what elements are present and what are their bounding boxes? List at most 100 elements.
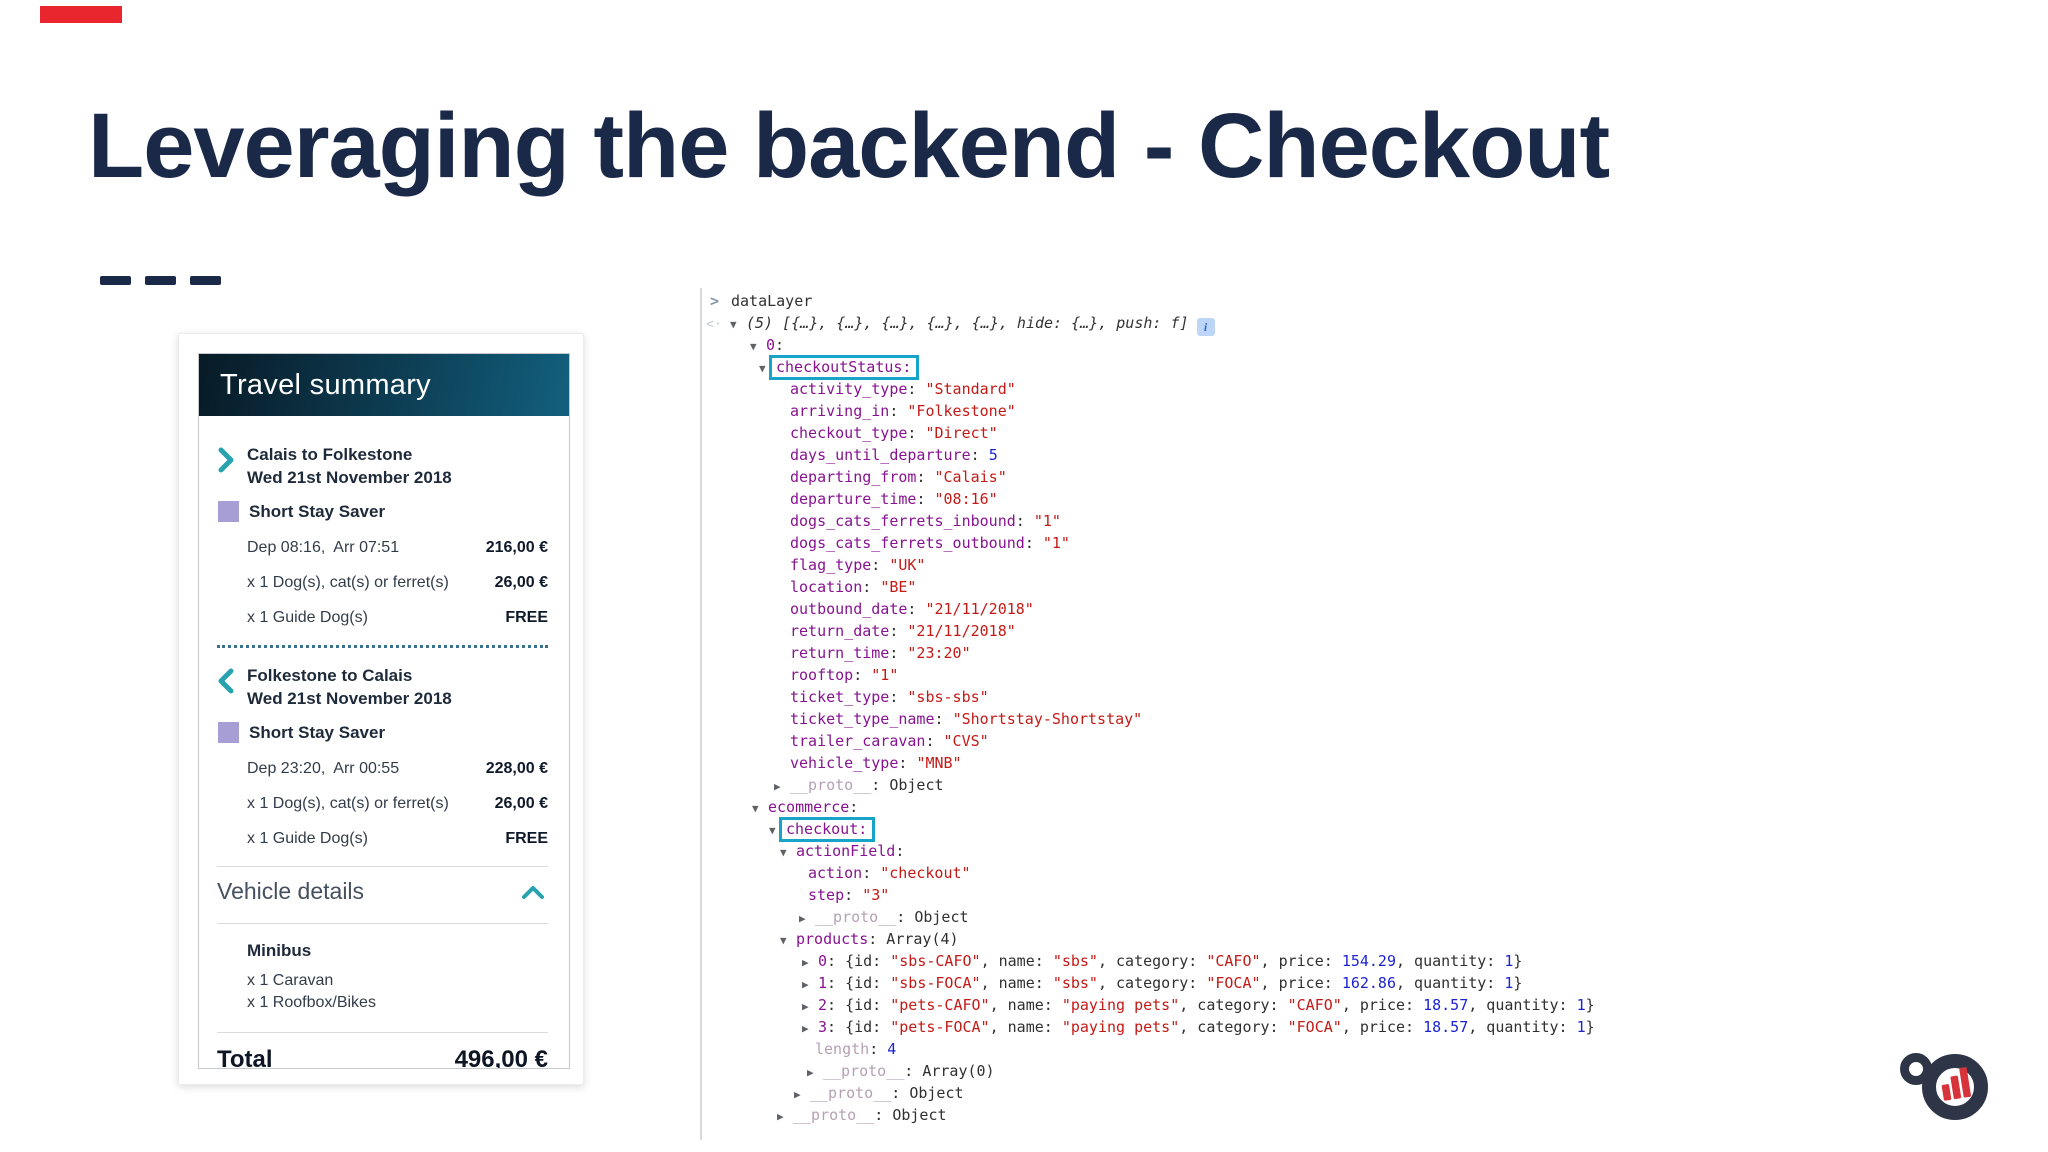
console-row: dogs_cats_ferrets_inbound: "1" [700, 510, 1660, 532]
console-token: } [1585, 996, 1595, 1014]
console-token: , name: [980, 974, 1053, 992]
vehicle-details-label: Vehicle details [217, 878, 365, 904]
expand-arrow-icon[interactable]: ▼ [750, 340, 757, 353]
console-token: : Array(0) [904, 1062, 995, 1080]
console-tree-row[interactable]: ▼ 0: [700, 334, 1660, 356]
price-row-value: FREE [505, 830, 548, 847]
logo-small-ring [1900, 1053, 1932, 1085]
console-token: : [907, 600, 926, 618]
annotation-highlight-box: checkout: [779, 817, 876, 842]
console-token: : [907, 424, 926, 442]
console-tree-row[interactable]: ▶3: {id: "pets-FOCA", name: "paying pets… [700, 1016, 1660, 1038]
console-token: "08:16" [934, 490, 998, 508]
console-token: , price: [1341, 996, 1424, 1014]
price-row-value: 216,00 € [485, 539, 548, 556]
expand-arrow-icon[interactable]: ▼ [780, 934, 787, 947]
console-token: "sbs-sbs" [907, 688, 989, 706]
chevron-up-icon[interactable] [522, 885, 544, 899]
price-row-value: 26,00 € [494, 574, 548, 591]
console-token: : Object [891, 1084, 964, 1102]
console-token: , category: [1179, 996, 1288, 1014]
expand-arrow-icon[interactable]: ▼ [769, 824, 776, 837]
expand-arrow-icon[interactable]: ▶ [802, 956, 809, 969]
console-tree-row[interactable]: ▶__proto__: Object [700, 1104, 1660, 1126]
logo-bar-chart-icon [1941, 1067, 1971, 1101]
console-token: "Calais" [934, 468, 1007, 486]
console-token: , name: [980, 952, 1053, 970]
console-token: arriving_in [790, 402, 890, 420]
info-icon[interactable]: i [1196, 318, 1215, 336]
expand-arrow-icon[interactable]: ▶ [777, 1110, 784, 1123]
expand-arrow-icon[interactable]: ▼ [752, 802, 759, 815]
console-token: "CVS" [943, 732, 989, 750]
console-tree-row[interactable]: ▶0: {id: "sbs-CAFO", name: "sbs", catego… [700, 950, 1660, 972]
vehicle-item: x 1 Caravan [247, 972, 334, 989]
console-tree-row[interactable]: ▼checkoutStatus: [700, 355, 1660, 380]
trip-date: Wed 21st November 2018 [247, 468, 452, 487]
price-row-label: x 1 Guide Dog(s) [247, 830, 368, 847]
console-token: checkout_type [790, 424, 908, 442]
console-output: >dataLayer<·▼(5) [{…}, {…}, {…}, {…}, {…… [700, 290, 1660, 1126]
console-token: ticket_type_name [790, 710, 935, 728]
fare-color-swatch [218, 501, 239, 522]
console-row: rooftop: "1" [700, 664, 1660, 686]
console-token: : Object [874, 1106, 947, 1124]
console-tree-row[interactable]: ▶ __proto__: Array(0) [700, 1060, 1660, 1082]
console-token: "CAFO" [1206, 952, 1261, 970]
expand-arrow-icon[interactable]: ▶ [802, 1000, 809, 1013]
expand-arrow-icon[interactable]: ▼ [730, 318, 737, 331]
expand-arrow-icon[interactable]: ▼ [780, 846, 787, 859]
price-row-value: FREE [505, 609, 548, 626]
console-row: length: 4 [700, 1038, 1660, 1060]
console-tree-row[interactable]: ▶__proto__: Object [700, 906, 1660, 928]
console-token: : [849, 798, 859, 816]
console-token: 0 [766, 336, 776, 354]
console-token: } [1513, 974, 1523, 992]
console-token: : [775, 336, 785, 354]
console-tree-row[interactable]: ▼checkout: [700, 817, 1660, 842]
expand-arrow-icon[interactable]: ▶ [799, 912, 806, 925]
console-row: location: "BE" [700, 576, 1660, 598]
console-token: __proto__ [823, 1062, 905, 1080]
expand-arrow-icon[interactable]: ▶ [807, 1066, 814, 1079]
console-token: "CAFO" [1287, 996, 1342, 1014]
console-tree-row[interactable]: ▼products: Array(4) [700, 928, 1660, 950]
console-token: "checkout" [880, 864, 971, 882]
divider [217, 923, 548, 924]
console-tree-row[interactable]: <·▼(5) [{…}, {…}, {…}, {…}, {…}, hide: {… [700, 312, 1660, 336]
console-token: activity_type [790, 380, 908, 398]
console-token: 1 [1504, 952, 1514, 970]
console-tree-row[interactable]: ▶1: {id: "sbs-FOCA", name: "sbs", catego… [700, 972, 1660, 994]
console-tree-row[interactable]: ▶2: {id: "pets-CAFO", name: "paying pets… [700, 994, 1660, 1016]
vehicle-details-toggle[interactable]: Vehicle details [217, 867, 548, 905]
expand-arrow-icon[interactable]: ▼ [759, 362, 766, 375]
console-token: outbound_date [790, 600, 908, 618]
title-underline-dashes [100, 276, 221, 285]
console-tree-row[interactable]: ▶__proto__: Object [700, 774, 1660, 796]
console-token: , price: [1260, 952, 1342, 970]
console-tree-row[interactable]: ▶__proto__: Object [700, 1082, 1660, 1104]
expand-arrow-icon[interactable]: ▶ [774, 780, 781, 793]
console-token: 1 [1576, 996, 1586, 1014]
expand-arrow-icon[interactable]: ▶ [802, 978, 809, 991]
console-token: : [898, 754, 917, 772]
page-title: Leveraging the backend - Checkout [88, 95, 1610, 197]
console-token: "1" [871, 666, 899, 684]
console-token: vehicle_type [790, 754, 899, 772]
console-token: } [1585, 1018, 1595, 1036]
console-token: return_date [790, 622, 890, 640]
total-row: Total 496,00 € [217, 1046, 548, 1068]
expand-arrow-icon[interactable]: ▶ [794, 1088, 801, 1101]
console-token: , name: [989, 1018, 1062, 1036]
console-token: rooftop [790, 666, 854, 684]
console-tree-row[interactable]: ▼actionField: [700, 840, 1660, 862]
console-row: days_until_departure: 5 [700, 444, 1660, 466]
console-tree-row[interactable]: ▼ecommerce: [700, 796, 1660, 818]
expand-arrow-icon[interactable]: ▶ [802, 1022, 809, 1035]
console-token: : [907, 380, 926, 398]
console-token: 4 [887, 1040, 897, 1058]
